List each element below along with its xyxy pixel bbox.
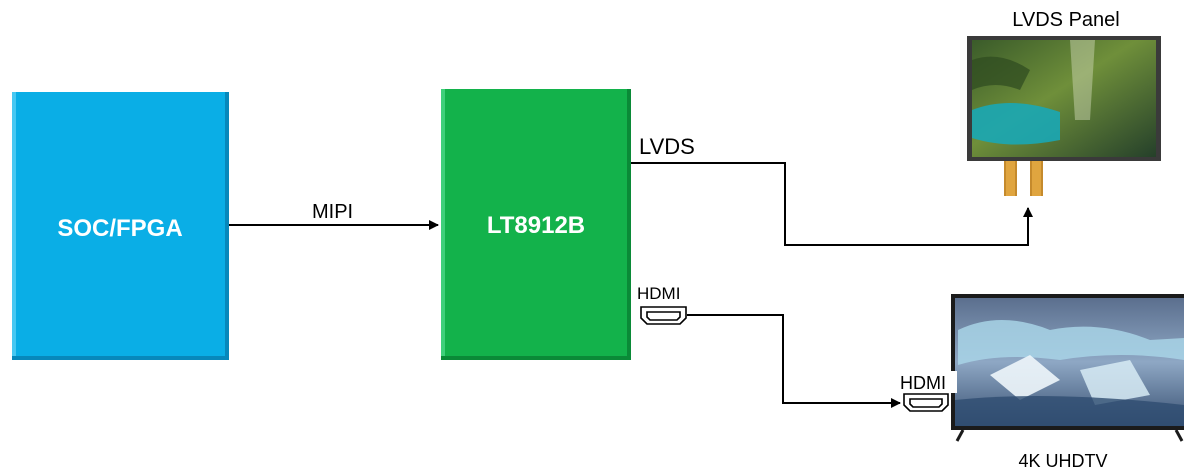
hdmi-input-connection: HDMI (899, 371, 957, 411)
lt8912b-label: LT8912B (487, 212, 585, 239)
soc-fpga-label: SOC/FPGA (57, 215, 182, 242)
tv-label: 4K UHDTV (1018, 451, 1107, 471)
hdmi-port-icon (641, 307, 686, 324)
hdmi-out-label: HDMI (637, 284, 680, 303)
mipi-label: MIPI (312, 201, 353, 223)
mipi-connection: MIPI (229, 201, 438, 225)
lvds-panel-image (967, 36, 1161, 196)
hdmi-port-icon (904, 394, 948, 411)
lvds-label: LVDS (639, 134, 695, 159)
lvds-panel-label: LVDS Panel (1012, 9, 1119, 31)
tv-image (951, 294, 1184, 441)
hdmi-output-connection: HDMI (637, 284, 900, 403)
hdmi-in-label: HDMI (900, 373, 946, 393)
soc-fpga-block: SOC/FPGA (12, 92, 229, 360)
lt8912b-block: LT8912B (441, 89, 631, 360)
